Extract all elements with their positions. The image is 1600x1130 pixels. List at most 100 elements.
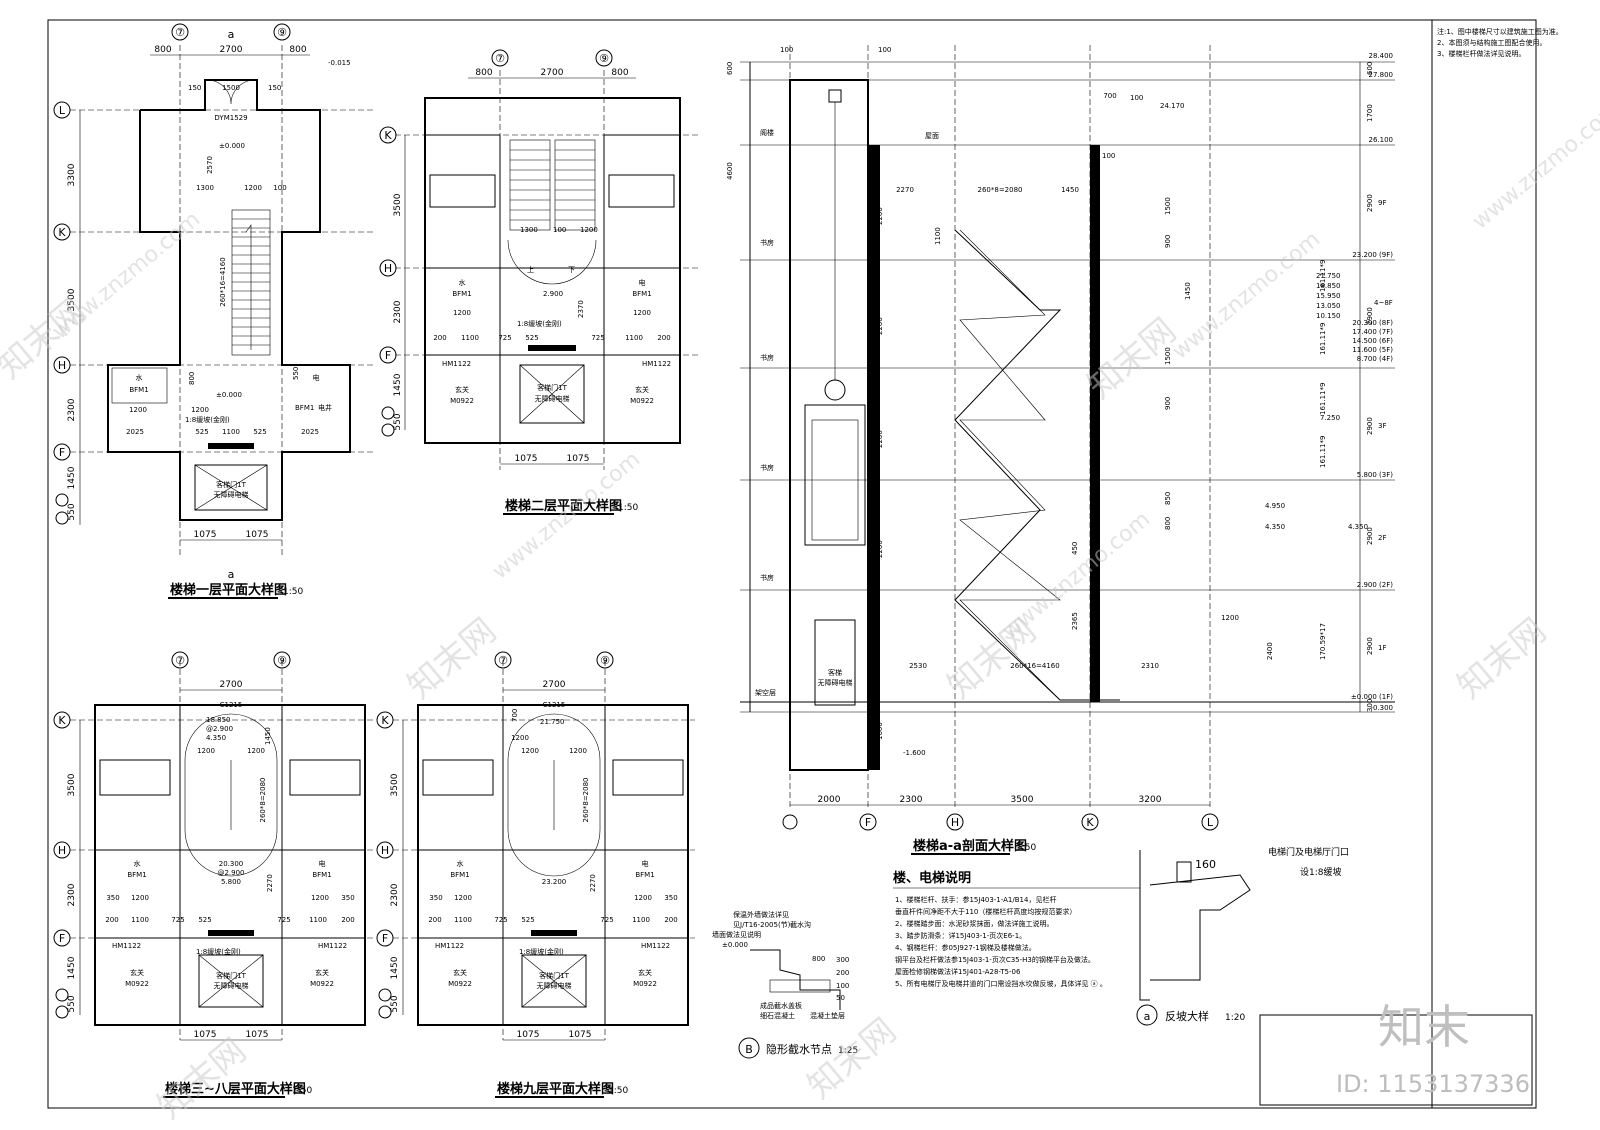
- watermark-text: 知末网: [400, 611, 504, 707]
- room-label: 玄关: [130, 968, 144, 977]
- dim-text: 4600: [726, 162, 734, 180]
- dim-text: 1100: [309, 916, 327, 924]
- door-tag: BFM1: [632, 290, 651, 298]
- axis-bubble: [596, 651, 614, 669]
- dim-text: 200: [105, 916, 118, 924]
- detail-scale: 1:20: [1225, 1013, 1245, 1023]
- entrance-door-swing: [206, 79, 256, 105]
- room-label: 电: [639, 278, 646, 287]
- elevation-text: -1.600: [903, 749, 926, 757]
- elevator-label: 无障碍电梯: [214, 981, 249, 990]
- shaft-water: [111, 367, 168, 404]
- door-tag: HM1122: [318, 942, 347, 950]
- dim-text: 100: [1130, 94, 1143, 102]
- elevator-label: 客梯门1T: [539, 971, 569, 980]
- dim-text: 1450: [1061, 186, 1079, 194]
- elevator-label: 客梯门1T: [537, 383, 567, 392]
- dim-text: 1450: [393, 373, 403, 396]
- elevation-text: @2.900: [217, 869, 244, 877]
- dim-text: 1450: [67, 466, 77, 489]
- dim-text: 550: [393, 413, 403, 430]
- detail-mark: a: [1144, 1010, 1151, 1023]
- door-tag: BFM1: [452, 290, 471, 298]
- plan-first-floor: ⑦ ⑨ L K H F 800 2700 800 a 150 1500 150 …: [53, 23, 375, 599]
- dim-text: 2530: [909, 662, 927, 670]
- door-tag: BFM1: [312, 871, 331, 879]
- threshold-hatch: [528, 345, 576, 351]
- dim-text: 525: [198, 916, 211, 924]
- ramp-note: 1:8缓坡(金刚): [519, 947, 564, 956]
- dim-text: 800: [611, 68, 628, 78]
- hatch-block: [608, 174, 675, 208]
- dim-text: 100: [553, 226, 566, 234]
- floor-label: 4~8F: [1374, 299, 1393, 307]
- ramp-profile: [1149, 874, 1251, 981]
- detail-label: 电梯门及电梯厅门口: [1268, 846, 1349, 858]
- elevator-car: [194, 464, 268, 511]
- elevator-car: [521, 954, 587, 1008]
- elevation-text: 14.500 (6F): [1352, 337, 1393, 345]
- dim-text: 2700: [543, 680, 566, 690]
- axis-label: K: [58, 714, 66, 727]
- dim-text: 2200: [876, 430, 884, 448]
- door-tag: HM1122: [435, 942, 464, 950]
- elevation-text: ±0.000: [216, 391, 242, 399]
- dim-text: 725: [591, 334, 604, 342]
- elevation-text: 20.300: [219, 860, 244, 868]
- stair-flight: [231, 209, 271, 356]
- dim-text: 2025: [301, 428, 319, 436]
- room-label: 书房: [760, 353, 774, 362]
- dim-text: 550: [67, 503, 77, 520]
- elevator-label: 无障碍电梯: [537, 981, 572, 990]
- door-tag: M0922: [310, 980, 334, 988]
- room-label: 电: [313, 373, 320, 382]
- detail-scale: 1:25: [838, 1046, 858, 1056]
- elevation-text: 4.350: [206, 734, 226, 742]
- dim-text: 2270: [896, 186, 914, 194]
- door-tag: BFM1: [129, 386, 148, 394]
- dim-text: 1075: [569, 1030, 592, 1040]
- door-tag: BFM1: [635, 871, 654, 879]
- elevation-text: ±0.000: [219, 142, 245, 150]
- elevator-label: 无障碍电梯: [535, 394, 570, 403]
- dim-text: 2200: [876, 317, 884, 335]
- room-label: 玄关: [453, 968, 467, 977]
- elevation-text: 23.200: [542, 878, 567, 886]
- axis-label: K: [381, 714, 389, 727]
- dim-text: 2300: [67, 883, 77, 906]
- axis-label: ⑨: [277, 654, 287, 667]
- axis-label: ⑦: [498, 654, 508, 667]
- dim-text: 725: [600, 916, 613, 924]
- dim-text: 2900: [1366, 417, 1374, 435]
- detail-bubble: [738, 1037, 760, 1059]
- door-tag: BFM1: [450, 871, 469, 879]
- elevation-text: 13.050: [1316, 302, 1341, 310]
- axis-bubble: [53, 841, 71, 859]
- note-item: 垂直杆件间净距不大于110（楼梯栏杆高度均按规范要求）: [895, 907, 1076, 916]
- door-tag: M0922: [630, 397, 654, 405]
- axis-label: F: [865, 816, 871, 829]
- axis-label: H: [951, 816, 959, 829]
- room-label: 水: [457, 859, 464, 868]
- dim-text: 1200: [131, 894, 149, 902]
- detail-b-drain: 保温外墙做法详见 见J/T16-2005(节) 墙面做法见说明 ±0.000 截…: [712, 910, 858, 1059]
- stair-flights: [954, 229, 1120, 701]
- room-label: 屋面: [925, 132, 939, 140]
- room-label: 水: [459, 278, 466, 287]
- detail-label: 保温外墙做法详见: [733, 910, 789, 919]
- dim-text: 1450: [390, 956, 400, 979]
- plan-ninth-floor: ⑦ ⑨ K H F 2700 3500 2300 1450 550 C1215 …: [376, 651, 695, 1098]
- dim-text: 300: [836, 956, 849, 964]
- dim-text: 2400: [1266, 642, 1274, 660]
- note-item: 3、踏步防滑条：详15J403-1-页次E6-1。: [895, 931, 1026, 940]
- dim-text: 3300: [67, 163, 77, 186]
- axis-bubble: [381, 406, 395, 420]
- dim-text: 3200: [1139, 795, 1162, 805]
- detail-label: 混凝土垫层: [810, 1011, 845, 1020]
- pulley: [828, 89, 842, 103]
- axis-label: F: [59, 932, 65, 945]
- elevation-text: 26.100: [1369, 136, 1394, 144]
- stair-walls: [424, 97, 681, 444]
- dim-text: 525: [521, 916, 534, 924]
- dim-text: 1200: [244, 184, 262, 192]
